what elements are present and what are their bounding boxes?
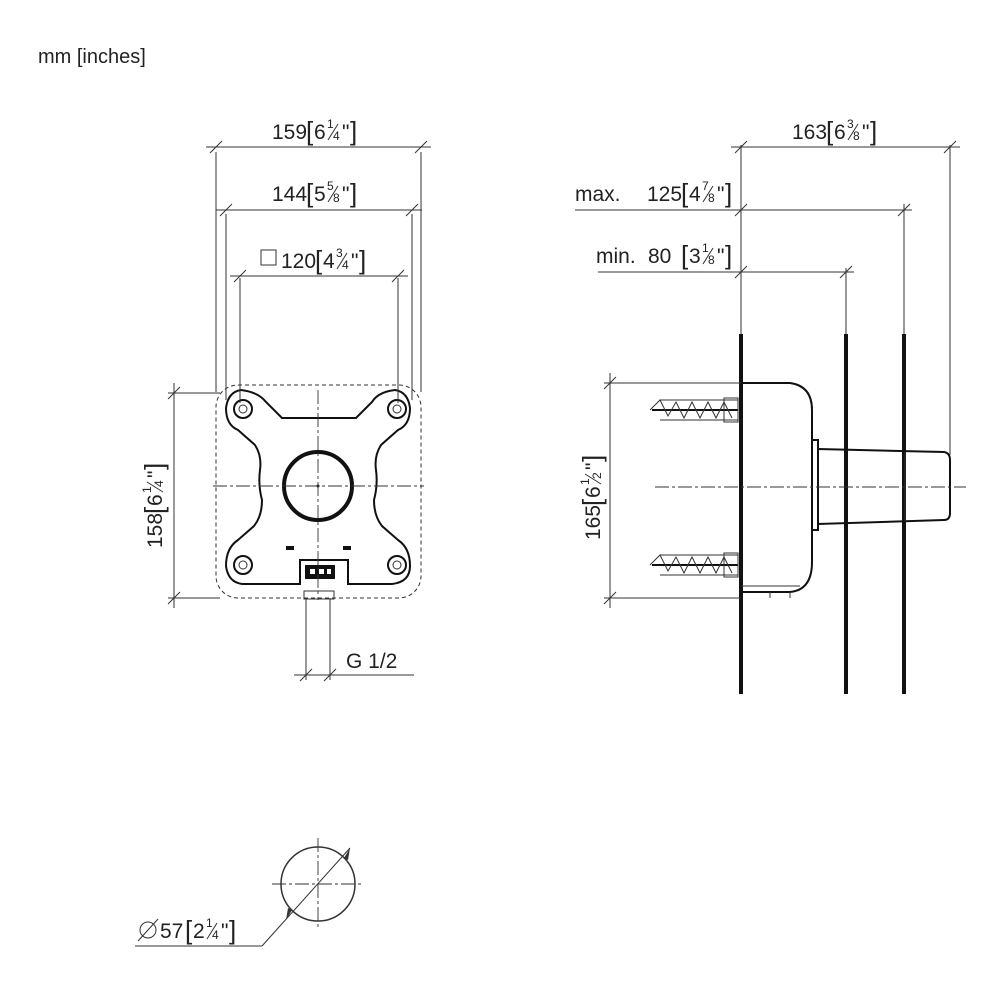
front-view (167, 140, 431, 682)
svg-text:4: 4 (323, 250, 335, 273)
svg-text:1: 1 (702, 241, 709, 255)
svg-text:8: 8 (853, 129, 860, 143)
svg-text:3: 3 (689, 245, 701, 268)
outlet-pipe (303, 590, 335, 600)
svg-text:[: [ (306, 116, 314, 146)
svg-text:": " (582, 463, 605, 470)
outer-outline (215, 384, 422, 599)
svg-text:4: 4 (689, 183, 701, 206)
svg-text:]: ] (139, 463, 169, 470)
housing-body (740, 382, 813, 593)
svg-text:2: 2 (590, 472, 604, 479)
svg-text:4: 4 (152, 480, 166, 487)
svg-text:[: [ (577, 498, 607, 506)
bolt-hole-bottom-left (233, 555, 253, 575)
svg-text:6: 6 (314, 121, 326, 144)
svg-text:": " (717, 245, 724, 268)
svg-text:7: 7 (702, 179, 709, 193)
anchor-screw-bottom (649, 552, 739, 578)
svg-text:4: 4 (212, 928, 219, 942)
svg-text:[: [ (306, 178, 314, 208)
svg-text:]: ] (350, 116, 357, 146)
svg-text:min.: min. (596, 245, 636, 268)
svg-text:": " (221, 920, 228, 943)
svg-text:3: 3 (336, 246, 343, 260)
svg-text:4: 4 (342, 258, 349, 272)
bolt-hole-top-left (233, 399, 253, 419)
dim-square-mm: 120 (281, 250, 316, 273)
dim-thread: G 1/2 (346, 650, 397, 673)
svg-text:1: 1 (140, 486, 154, 493)
dim-square: 120 [ 4 3 4 " ] (260, 245, 366, 275)
dim-depth-min: min. 80 [ 3 1 8 " ] (596, 240, 732, 270)
svg-text:]: ] (350, 178, 357, 208)
svg-text:[: [ (139, 506, 169, 514)
diameter-symbol-icon (139, 921, 157, 939)
mounting-plate (224, 388, 412, 585)
svg-text:[: [ (185, 915, 193, 945)
anchor-screw-top (649, 397, 739, 423)
svg-text:2: 2 (193, 920, 205, 943)
dim-bolt-span-mm: 144 (272, 183, 307, 206)
dim-depth-max-mm: 125 (647, 183, 682, 206)
dim-overall-width: 159 [ 6 1 4 " ] (272, 116, 357, 146)
svg-text:[: [ (681, 178, 689, 208)
svg-text:": " (342, 121, 349, 144)
square-symbol-icon (260, 249, 277, 266)
dim-side-height-mm: 165 (582, 505, 605, 540)
svg-text:]: ] (725, 240, 732, 270)
svg-text:[: [ (826, 116, 834, 146)
svg-text:": " (342, 183, 349, 206)
svg-text:8: 8 (333, 191, 340, 205)
svg-text:]: ] (577, 455, 607, 462)
svg-text:5: 5 (314, 183, 326, 206)
side-view (575, 140, 966, 694)
svg-text:]: ] (725, 178, 732, 208)
svg-text:8: 8 (708, 253, 715, 267)
dim-front-height-mm: 158 (144, 513, 167, 548)
dim-depth-min-mm: 80 (648, 245, 671, 268)
svg-text:6: 6 (582, 486, 605, 498)
svg-text:[: [ (681, 240, 689, 270)
svg-text:]: ] (359, 245, 366, 275)
dim-depth-total-mm: 163 (792, 121, 827, 144)
units-label: mm [inches] (38, 46, 146, 68)
svg-text:6: 6 (144, 494, 167, 506)
svg-text:": " (144, 471, 167, 478)
svg-text:1: 1 (327, 117, 334, 131)
dim-hole-diameter: 57 [ 2 1 4 " ] (137, 915, 236, 945)
dim-bolt-span: 144 [ 5 5 8 " ] (272, 178, 357, 208)
dim-depth-max: max. 125 [ 4 7 8 " ] (575, 178, 732, 208)
svg-text:3: 3 (847, 117, 854, 131)
extension-spindle (817, 447, 951, 526)
bolt-hole-bottom-right (387, 555, 407, 575)
svg-text:6: 6 (834, 121, 846, 144)
svg-text:": " (717, 183, 724, 206)
svg-text:[: [ (315, 245, 323, 275)
svg-text:1: 1 (578, 478, 592, 485)
svg-text:]: ] (870, 116, 877, 146)
svg-text:]: ] (229, 915, 236, 945)
svg-text:5: 5 (327, 179, 334, 193)
svg-text:": " (351, 250, 358, 273)
svg-text:": " (862, 121, 869, 144)
dim-hole-diameter-mm: 57 (160, 920, 183, 943)
dim-depth-total: 163 [ 6 3 8 " ] (792, 116, 877, 146)
dim-side-height: 165 [ 6 1 2 " ] (577, 455, 607, 540)
svg-text:4: 4 (333, 129, 340, 143)
hole-detail (135, 838, 364, 947)
dim-overall-width-mm: 159 (272, 121, 307, 144)
svg-text:max.: max. (575, 183, 621, 206)
svg-text:8: 8 (708, 191, 715, 205)
dim-front-height: 158 [ 6 1 4 " ] (139, 463, 169, 548)
svg-text:1: 1 (206, 916, 213, 930)
bolt-hole-top-right (387, 399, 407, 419)
